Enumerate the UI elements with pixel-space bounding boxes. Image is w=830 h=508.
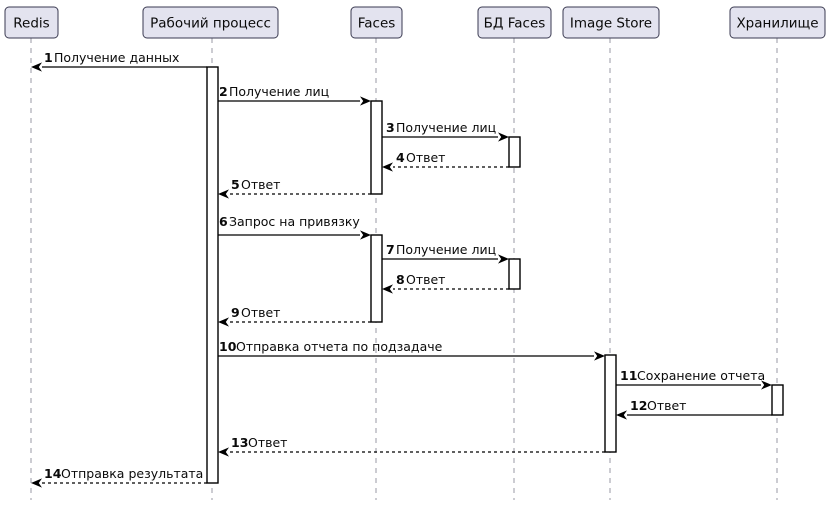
message-arrowhead-12 [616,410,627,420]
participant-label-worker: Рабочий процесс [150,16,271,32]
message-text-3: Получение лиц [396,120,496,135]
participant-worker[interactable]: Рабочий процесс [142,6,279,39]
message-arrowhead-14 [31,478,42,488]
message-text-1: Получение данных [54,50,179,65]
message-arrowhead-9 [218,317,229,327]
lifelines-layer [30,38,778,500]
participant-box-faces_db[interactable] [477,6,552,39]
activation-bar-faces_db [508,136,521,168]
activation-bar-image_store [604,354,617,453]
activation-bar-faces [370,100,383,195]
message-arrowhead-4 [382,162,393,172]
message-arrowhead-13 [218,447,229,457]
message-text-14: Отправка результата [61,466,203,481]
message-text-2: Получение лиц [229,84,329,99]
message-number-6: 6 [219,214,228,229]
message-number-10: 10 [219,339,237,354]
message-number-4: 4 [396,150,405,165]
message-arrowhead-1 [31,62,42,72]
message-text-9: Ответ [241,305,280,320]
message-arrowhead-5 [218,189,229,199]
activation-bar-faces_db [508,258,521,290]
participant-box-worker[interactable] [142,6,279,39]
message-text-12: Ответ [647,398,686,413]
participant-label-redis: Redis [13,16,49,32]
message-number-7: 7 [386,242,395,257]
message-text-11: Сохранение отчета [637,368,765,383]
participant-faces_db[interactable]: БД Faces [477,6,552,39]
message-text-13: Ответ [248,435,287,450]
participant-box-image_store[interactable] [562,6,660,39]
activation-bar-worker [206,66,219,484]
message-arrowhead-11 [761,380,772,390]
participant-image_store[interactable]: Image Store [562,6,660,39]
message-arrowhead-6 [360,230,371,240]
participant-faces[interactable]: Faces [350,6,403,39]
participant-label-image_store: Image Store [570,16,652,32]
message-arrowhead-8 [382,284,393,294]
message-text-6: Запрос на привязку [229,214,360,229]
message-number-3: 3 [386,120,395,135]
message-number-12: 12 [630,398,647,413]
message-number-11: 11 [620,368,637,383]
message-number-1: 1 [44,50,53,65]
activations-layer [206,66,784,484]
message-arrowhead-7 [498,254,509,264]
participant-redis[interactable]: Redis [4,6,59,39]
message-arrowhead-10 [594,351,605,361]
message-number-9: 9 [231,305,240,320]
message-text-4: Ответ [406,150,445,165]
message-text-5: Ответ [241,177,280,192]
activation-bar-storage [771,384,784,416]
message-number-5: 5 [231,177,240,192]
message-number-14: 14 [44,466,62,481]
message-number-13: 13 [231,435,248,450]
participants-layer: Redis Рабочий процесс Faces БД Faces Image S… [4,6,826,39]
message-number-2: 2 [219,84,228,99]
participant-box-faces[interactable] [350,6,403,39]
message-arrowhead-2 [360,96,371,106]
participant-label-storage: Хранилище [736,16,818,32]
participant-box-storage[interactable] [729,6,826,39]
message-text-10: Отправка отчета по подзадаче [236,339,443,354]
message-text-8: Ответ [406,272,445,287]
messages-layer [31,62,772,488]
participant-box-redis[interactable] [4,6,59,39]
participant-label-faces_db: БД Faces [484,16,546,32]
activation-bar-faces [370,234,383,323]
message-number-8: 8 [396,272,405,287]
participant-label-faces: Faces [358,16,396,32]
message-arrowhead-3 [498,132,509,142]
participant-storage[interactable]: Хранилище [729,6,826,39]
message-text-7: Получение лиц [396,242,496,257]
